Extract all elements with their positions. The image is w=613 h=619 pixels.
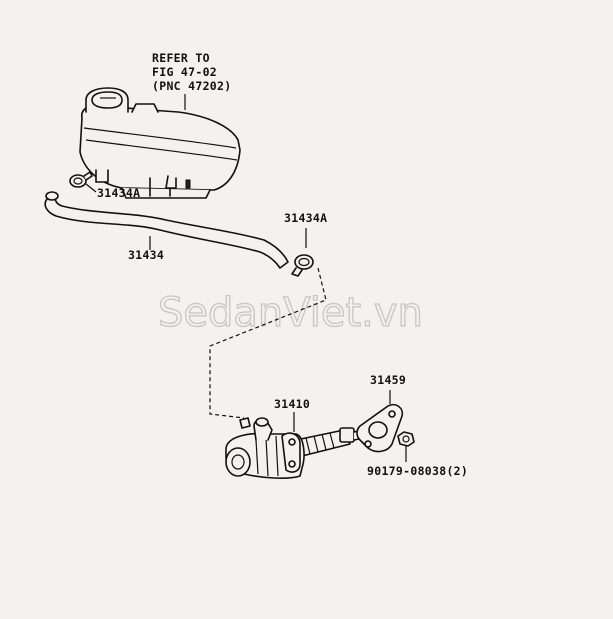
reference-line-1: REFER TO [152,51,210,65]
label-hose: 31434 [128,248,164,262]
label-gasket: 31459 [370,373,406,387]
hose-clamp-upper [69,171,93,188]
watermark-text: SedanViet.vn [158,290,423,336]
label-clamp-lower: 31434A [284,211,327,225]
reference-line-2: FIG 47-02 [152,65,217,79]
label-nut: 90179-08038(2) [367,464,468,478]
label-clamp-upper: 31434A [97,186,140,200]
clutch-master-cylinder [225,417,365,479]
reference-note: REFER TO FIG 47-02 (PNC 47202) [152,51,231,93]
reservoir-hose [44,191,289,269]
clamp-upper-leader [85,183,97,193]
hex-nut [397,431,415,447]
brake-fluid-reservoir [79,87,241,199]
label-master-cylinder: 31410 [274,397,310,411]
connection-dashed-line [209,267,327,419]
hose-clamp-lower [291,254,314,277]
gasket-plate [356,403,404,453]
reference-line-3: (PNC 47202) [152,79,231,93]
